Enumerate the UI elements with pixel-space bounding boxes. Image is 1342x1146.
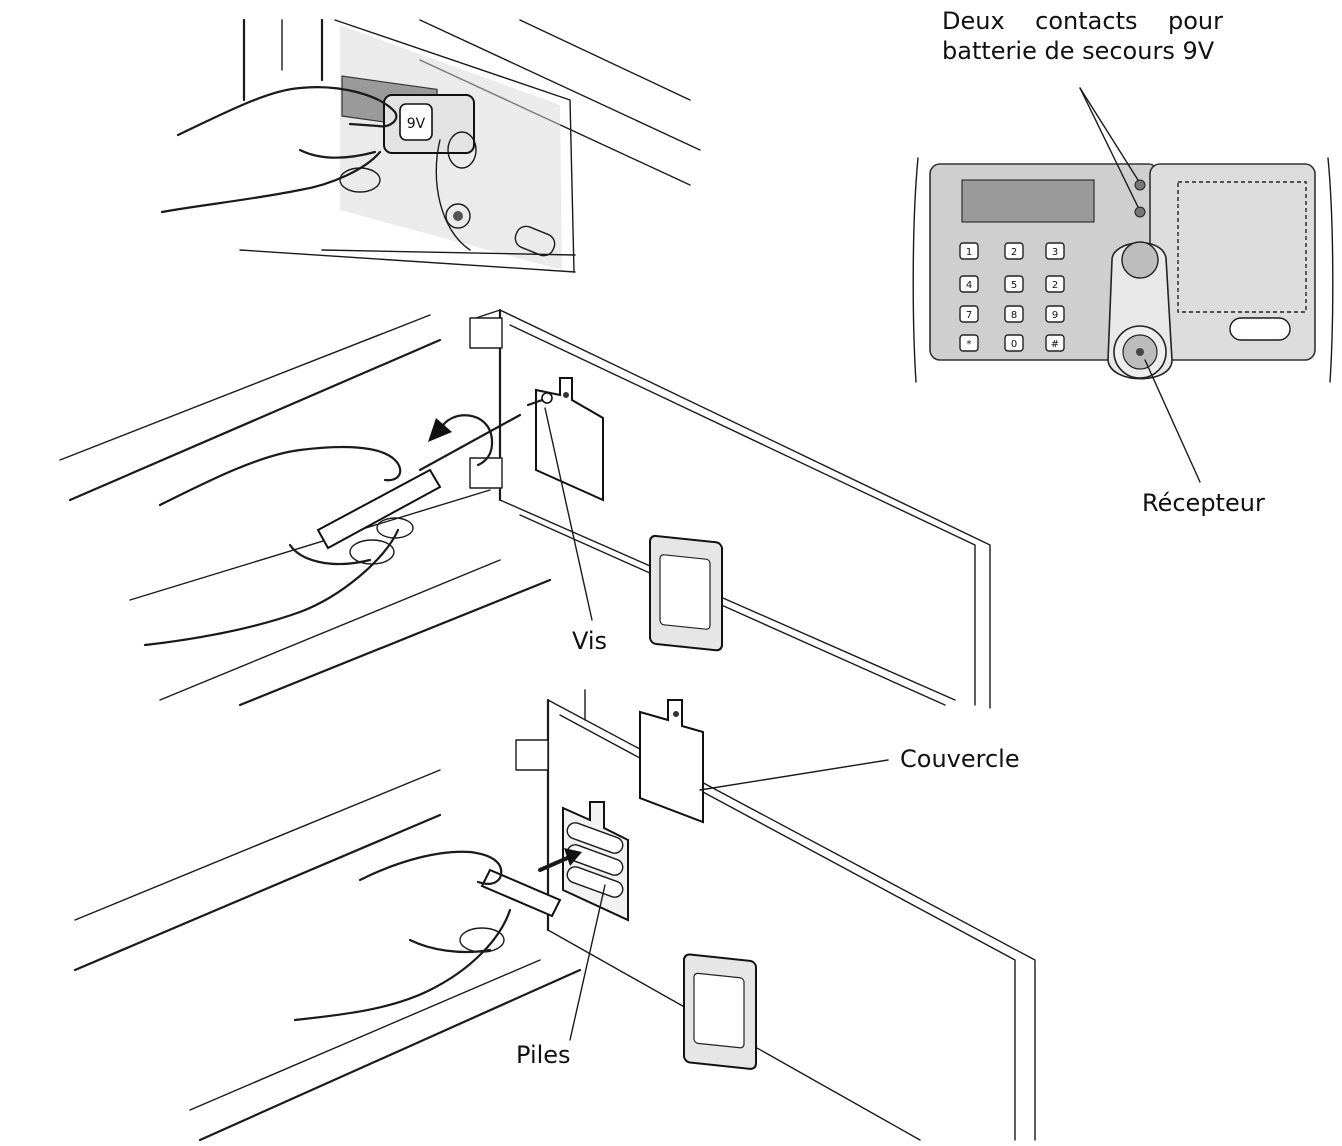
- svg-text:1: 1: [966, 247, 972, 258]
- contact-dot-upper: [1134, 179, 1146, 191]
- piles-label: Piles: [516, 1041, 571, 1069]
- svg-text:3: 3: [1052, 247, 1058, 258]
- vis-leader: [544, 407, 593, 621]
- svg-text:0: 0: [1011, 339, 1017, 350]
- svg-text:8: 8: [1011, 310, 1017, 321]
- svg-text:2: 2: [1011, 247, 1017, 258]
- middle-scene-unscrew: [59, 308, 991, 709]
- contacts-label-line2: batterie de secours 9V: [942, 37, 1215, 65]
- bottom-scene-insert-batteries: [73, 689, 1036, 1142]
- keypad-keys: 1 2 3 4 5 2 7 8 9 * 0 #: [959, 242, 1065, 352]
- couvercle-label: Couvercle: [900, 745, 1020, 773]
- battery-9v-label: 9V: [407, 116, 426, 132]
- recepteur-label: Récepteur: [1142, 489, 1265, 517]
- svg-text:*: *: [967, 339, 972, 350]
- contacts-leader-2: [1079, 87, 1139, 208]
- svg-text:9: 9: [1052, 310, 1058, 321]
- vis-label: Vis: [572, 627, 608, 655]
- piles-leader: [569, 884, 606, 1041]
- keypad-panel-detail: 1 2 3 4 5 2 7 8 9 * 0 #: [912, 87, 1334, 483]
- svg-text:2: 2: [1052, 280, 1058, 291]
- removed-cover: [639, 699, 704, 824]
- contacts-label-line1: Deux contacts pour: [942, 7, 1224, 35]
- svg-text:5: 5: [1011, 280, 1017, 291]
- top-scene-9v-battery: 9V: [160, 18, 701, 273]
- svg-text:4: 4: [966, 280, 972, 291]
- contacts-label: Deux contacts pour batterie de secours 9…: [942, 6, 1223, 66]
- contacts-leader-1: [1079, 87, 1139, 181]
- svg-text:7: 7: [966, 310, 972, 321]
- contact-dot-lower: [1134, 206, 1146, 218]
- couvercle-leader: [699, 759, 889, 791]
- recepteur-leader: [1144, 359, 1201, 483]
- svg-text:#: #: [1051, 339, 1059, 350]
